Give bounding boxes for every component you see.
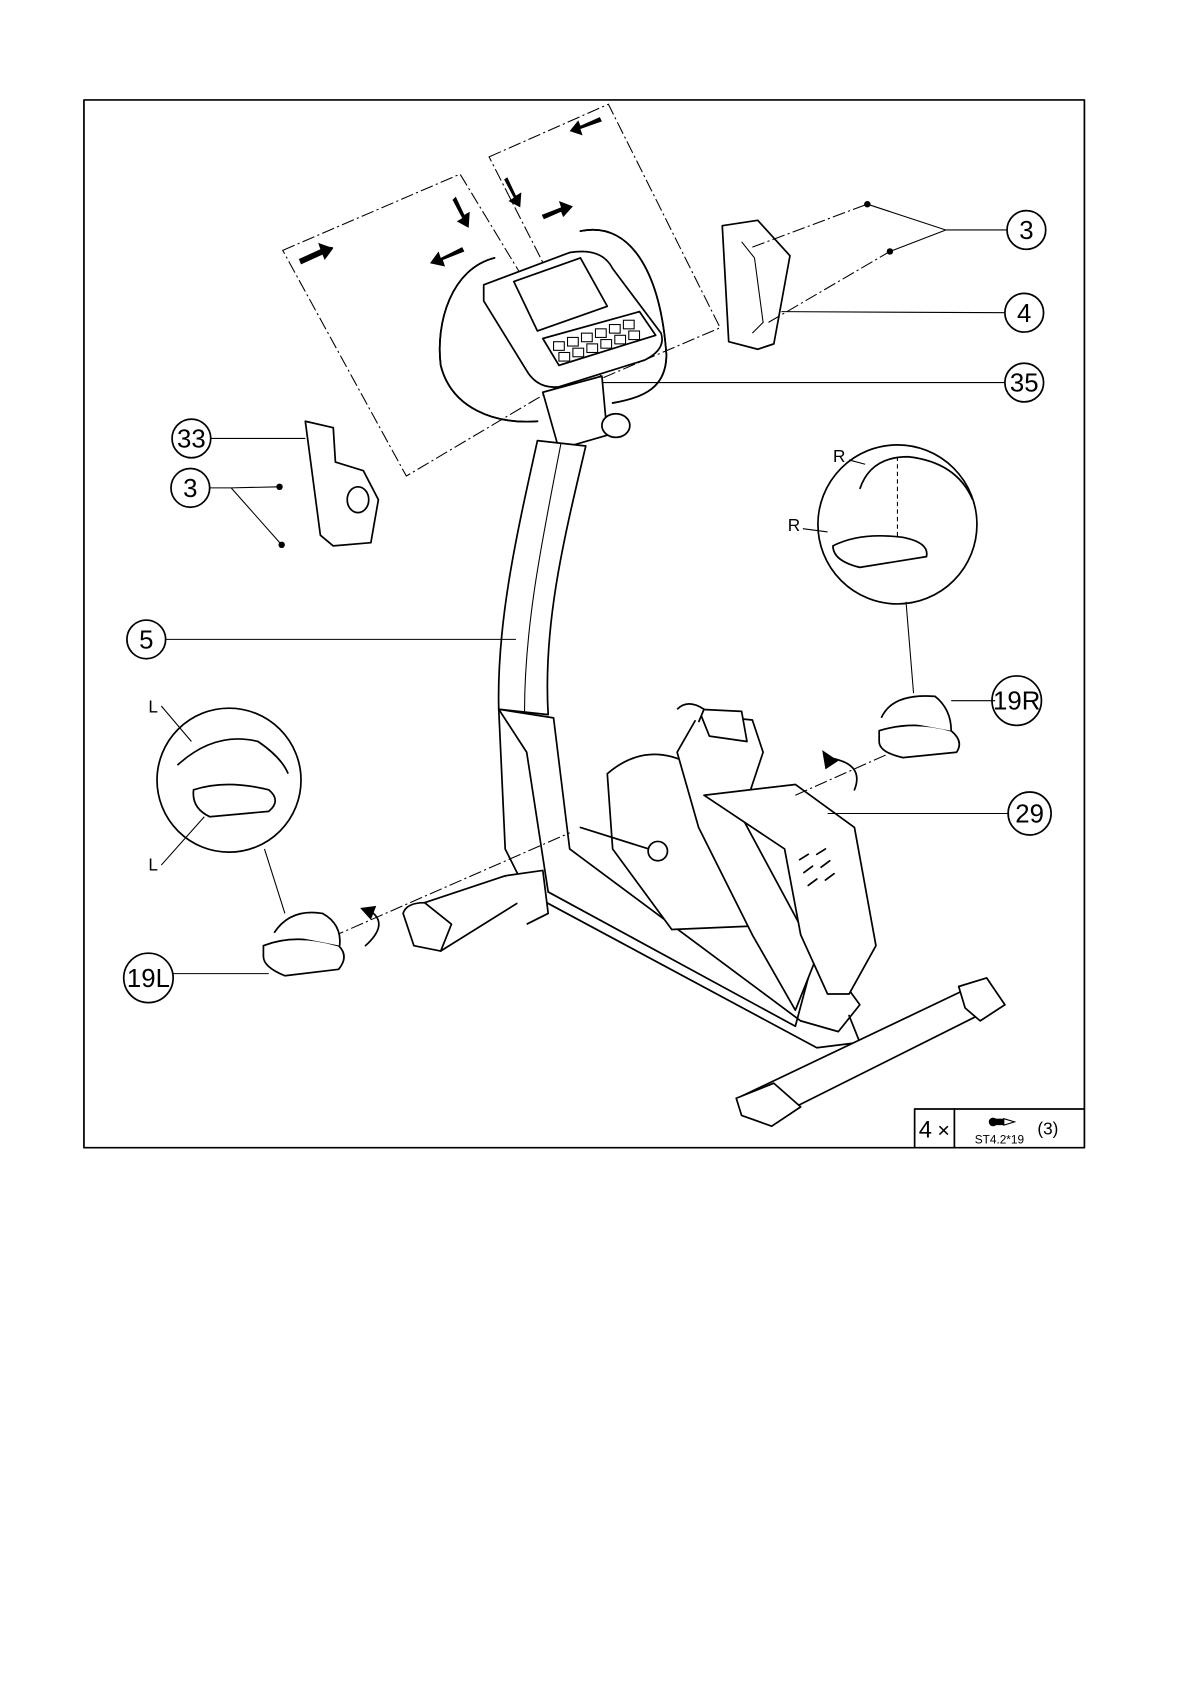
screw-spec: ST4.2*19	[975, 1132, 1025, 1146]
left-strap-label: L	[148, 696, 158, 716]
right-cover	[721, 219, 791, 351]
svg-text:4: 4	[1017, 300, 1031, 328]
svg-text:35: 35	[1010, 370, 1039, 398]
main-frame	[497, 703, 877, 1049]
callout-4: 4	[1004, 292, 1045, 333]
svg-text:3: 3	[1019, 217, 1033, 245]
adjustment-knob[interactable]	[601, 412, 631, 439]
left-pedal-detail	[156, 707, 302, 854]
svg-text:29: 29	[1015, 801, 1044, 829]
left-pedal-label: L	[148, 854, 158, 874]
hardware-box: 4 × ST4.2*19 (3)	[913, 1108, 1086, 1149]
left-pedal	[262, 911, 345, 977]
step-number: 4	[919, 1117, 932, 1143]
console	[482, 250, 663, 388]
multiply-sign: ×	[937, 1118, 950, 1142]
callout-19r: 19R	[991, 675, 1043, 727]
right-pedal	[878, 695, 961, 759]
direction-arrows	[298, 117, 602, 267]
crank-hub	[647, 840, 669, 862]
svg-text:3: 3	[183, 475, 197, 503]
svg-text:19L: 19L	[127, 965, 170, 993]
screw-quantity: (3)	[1037, 1118, 1058, 1138]
left-cover	[304, 420, 380, 547]
callout-3-top: 3	[1006, 209, 1047, 251]
callout-29: 29	[1007, 791, 1052, 836]
svg-text:5: 5	[139, 626, 153, 654]
right-strap-label: R	[833, 446, 845, 466]
callout-leaders	[165, 203, 1010, 975]
callout-5: 5	[126, 619, 167, 660]
svg-text:33: 33	[177, 426, 206, 454]
callout-19l: 19L	[122, 952, 174, 1004]
screw-icon	[988, 1117, 1017, 1127]
callout-3-left: 3	[170, 467, 211, 509]
right-pedal-label: R	[788, 515, 800, 535]
callout-33: 33	[171, 418, 212, 459]
callout-35: 35	[1004, 362, 1045, 403]
right-pedal-detail	[817, 444, 978, 605]
upright-post	[497, 439, 587, 716]
diagram-frame	[83, 99, 1086, 1149]
svg-text:19R: 19R	[993, 688, 1040, 716]
rotate-arrow-left	[364, 910, 380, 947]
